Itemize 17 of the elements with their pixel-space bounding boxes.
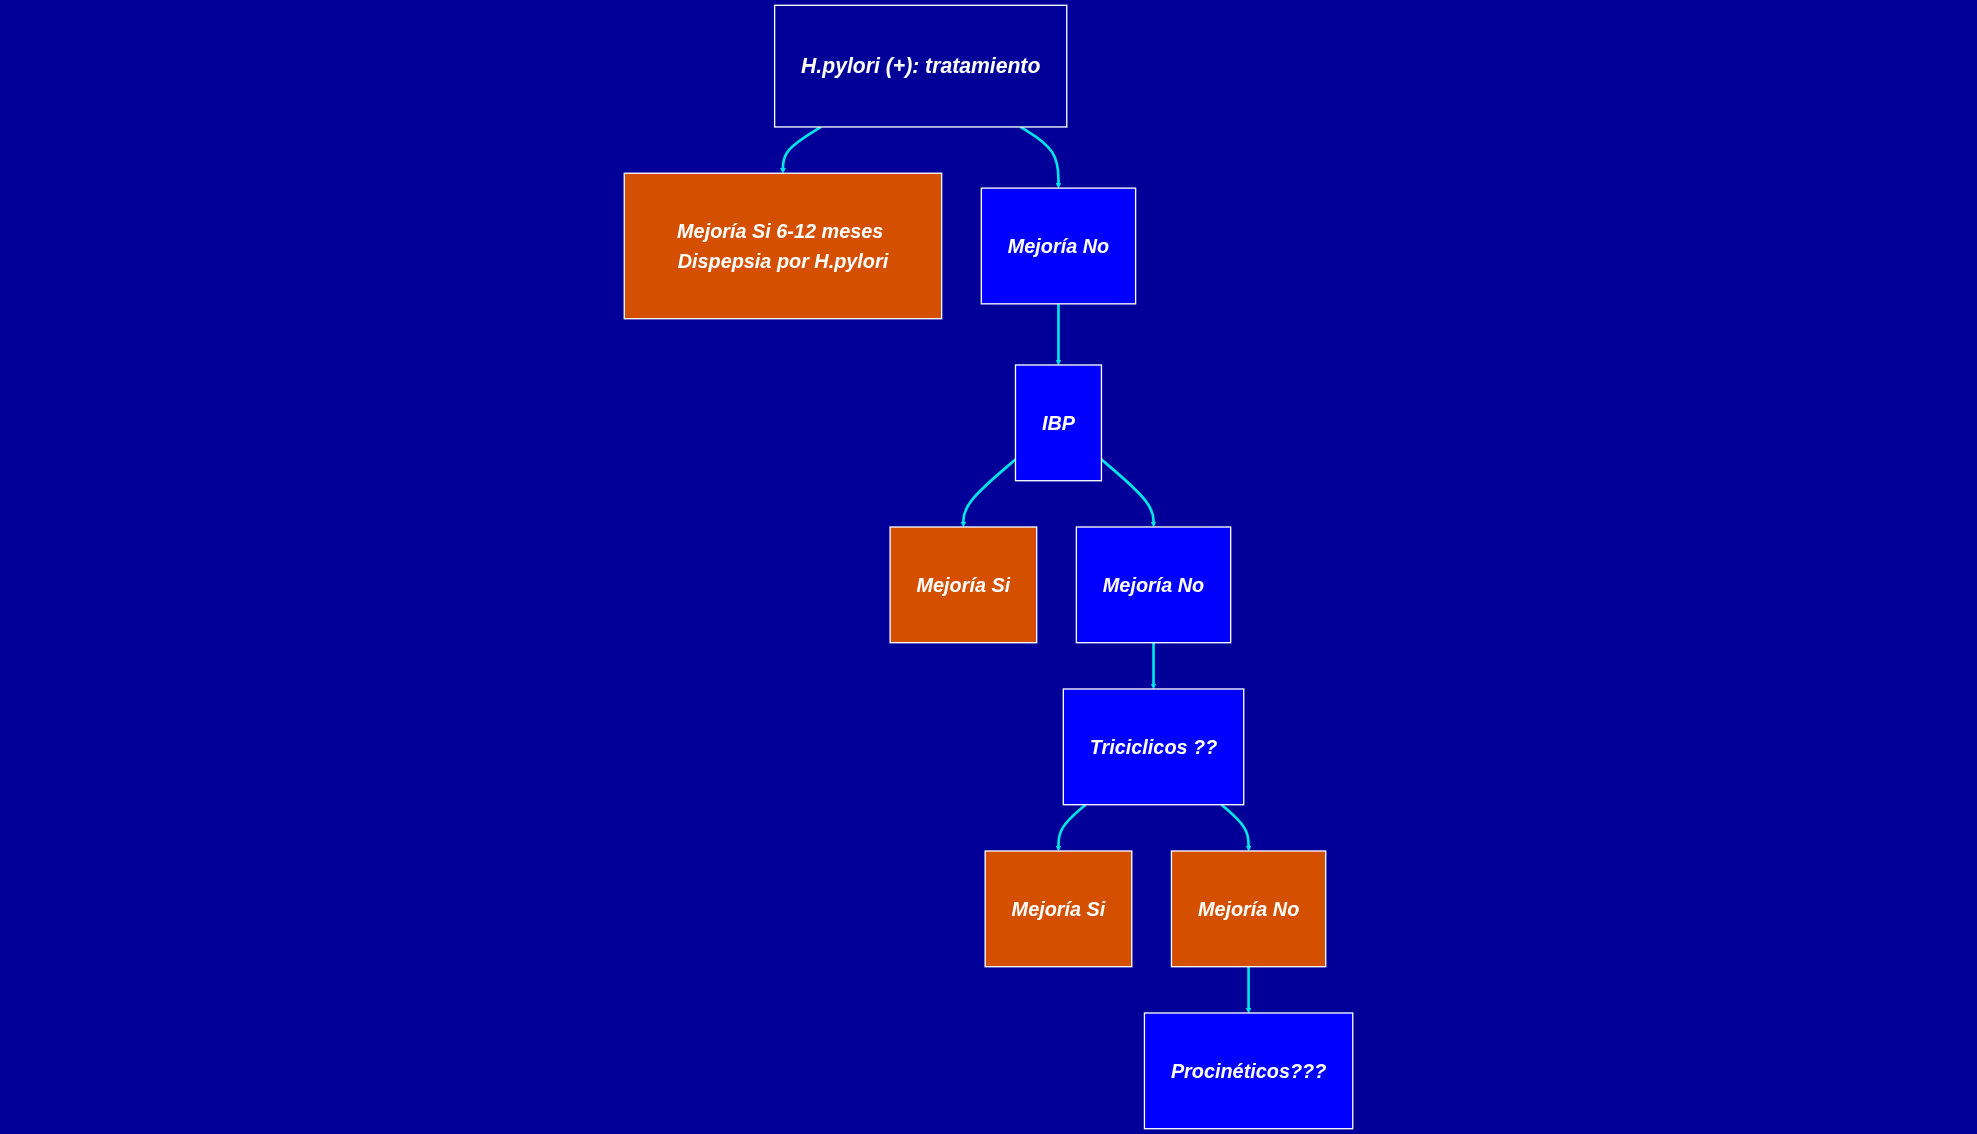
arrow (1055, 803, 1087, 852)
arrow (1019, 125, 1062, 189)
node-box: Mejoría No (980, 187, 1137, 305)
node-box: Triciclicos ?? (1062, 688, 1245, 806)
arrow (780, 125, 822, 174)
node-box: H.pylori (+): tratamiento (774, 4, 1068, 128)
node-box: Mejoría Si (984, 850, 1133, 968)
node-box: Mejoría No (1170, 850, 1327, 968)
arrow (1055, 303, 1062, 366)
node-box: Mejoría Si 6-12 meses Dispepsia por H.pylori (623, 172, 943, 320)
arrow (1220, 803, 1252, 852)
node-box: Mejoría Si (889, 526, 1038, 644)
node-box: Procinéticos??? (1143, 1012, 1354, 1130)
arrow (1245, 966, 1252, 1014)
node-box: Mejoría No (1075, 526, 1232, 644)
node-box: IBP (1014, 364, 1103, 482)
arrow (1150, 642, 1157, 690)
